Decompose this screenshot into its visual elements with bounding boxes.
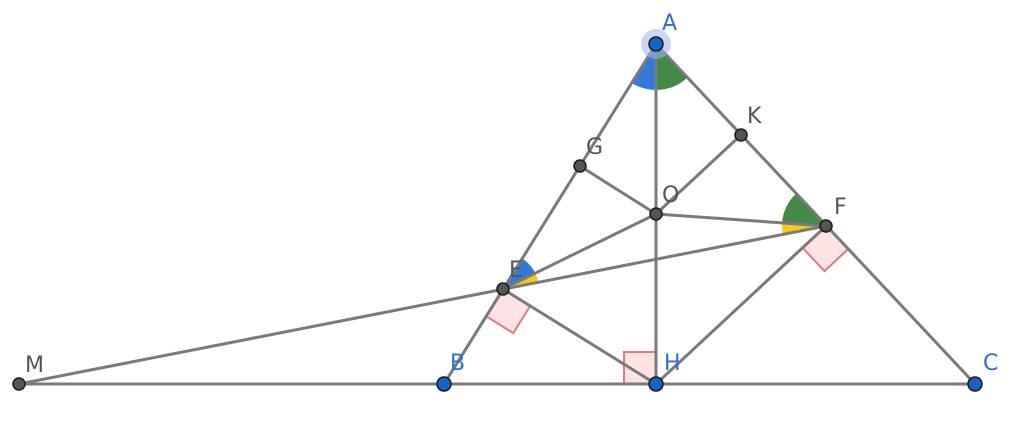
points: A B C H M E F G K O (12, 11, 998, 392)
segment-AB[interactable] (442, 42, 658, 386)
point-label-M: M (25, 353, 44, 378)
point-K[interactable] (734, 128, 748, 142)
point-B[interactable] (436, 376, 452, 392)
point-A[interactable] (648, 36, 664, 52)
point-M[interactable] (12, 377, 26, 391)
angle-mark-E-blue (503, 258, 536, 289)
point-label-K: K (747, 104, 762, 129)
angle-marks (503, 44, 826, 289)
point-label-F: F (834, 195, 847, 220)
segment-MF[interactable] (17, 224, 828, 386)
segment-AC[interactable] (654, 42, 977, 386)
point-O[interactable] (649, 207, 663, 221)
segment-HF[interactable] (654, 224, 828, 386)
point-F[interactable] (819, 219, 833, 233)
point-label-A: A (662, 11, 677, 36)
point-G[interactable] (573, 159, 587, 173)
point-label-E: E (509, 258, 523, 283)
point-label-H: H (664, 351, 681, 376)
point-E[interactable] (496, 282, 510, 296)
segment-GO[interactable] (578, 164, 658, 216)
point-label-C: C (983, 351, 998, 376)
segment-EO[interactable] (501, 212, 658, 291)
segments (17, 42, 977, 386)
segment-OK[interactable] (654, 133, 743, 216)
segment-EH[interactable] (501, 287, 658, 386)
point-C[interactable] (967, 376, 983, 392)
right-angle-mark-F (801, 224, 850, 273)
right-angle-mark-E (484, 287, 532, 335)
point-label-G: G (586, 135, 603, 160)
segment-OF[interactable] (654, 212, 828, 228)
point-label-B: B (450, 351, 465, 376)
point-H[interactable] (648, 376, 664, 392)
angle-mark-F-green (782, 193, 826, 226)
point-label-O: O (662, 183, 679, 208)
